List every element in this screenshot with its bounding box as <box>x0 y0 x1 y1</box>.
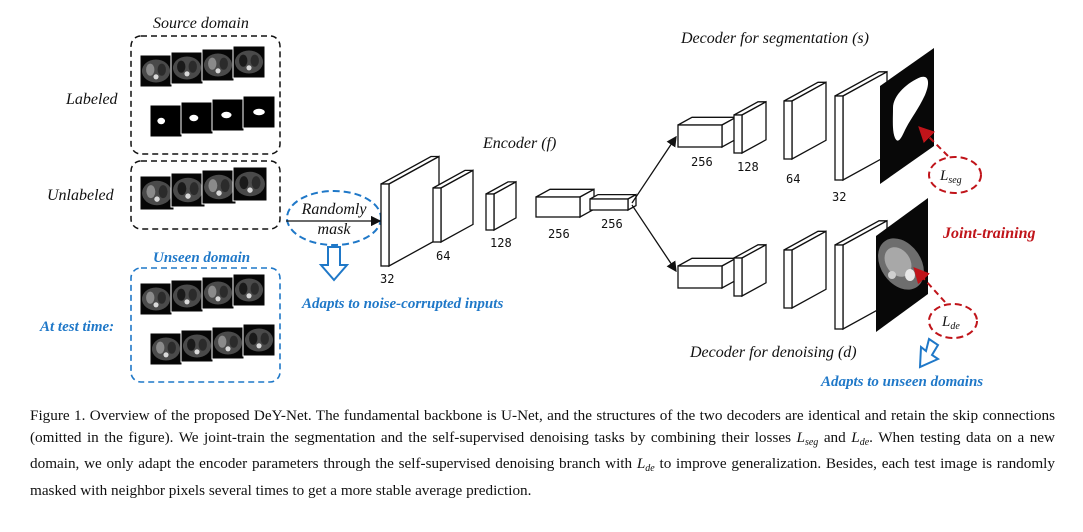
decoder-den-blocks <box>677 219 888 331</box>
labeled-mask-slice-4 <box>242 95 276 129</box>
encoder-block-4-channels: 256 <box>548 227 570 241</box>
unseen-ct-slice-bottom-2 <box>180 329 214 363</box>
decoder-seg-block-3-channels: 64 <box>786 172 800 186</box>
encoder-blocks: 32 64 128 256 256 <box>380 155 637 286</box>
labeled-ct-slices <box>139 45 266 88</box>
unlabeled-ct-slice-1 <box>139 175 175 211</box>
unseen-ct-slice-top-2 <box>170 279 204 313</box>
loss-de-arrow <box>913 267 946 303</box>
encoder-block-3 <box>485 180 517 232</box>
labeled-ct-slice-2 <box>170 51 204 85</box>
decoder-seg-block-2 <box>733 100 767 155</box>
decoder-seg-label: Decoder for segmentation (s) <box>680 30 869 47</box>
decoder-seg-block-1-channels: 256 <box>691 155 713 169</box>
labeled-ct-slice-4 <box>232 45 266 79</box>
labeled-mask-slice-3 <box>211 98 245 132</box>
dey-net-diagram: Source domain Labeled Unlabeled Unseen d… <box>39 15 1035 390</box>
decoder-seg-blocks: 256 128 64 32 <box>677 70 888 204</box>
encoder-block-2-channels: 64 <box>436 249 450 263</box>
segmentation-output <box>880 48 934 184</box>
loss-de-label: Lde <box>941 314 960 332</box>
unlabeled-ct-slice-2 <box>170 172 206 208</box>
unlabeled-ct-slice-3 <box>201 169 237 205</box>
unlabeled-ct-slices <box>139 166 268 211</box>
randomly-label: Randomly <box>301 201 368 218</box>
loss-seg-label: Lseg <box>939 168 962 186</box>
arrow-to-den-decoder <box>631 204 677 273</box>
unseen-ct-slice-top-3 <box>201 276 235 310</box>
caption-lde: Lde <box>851 428 870 448</box>
unseen-domain-title: Unseen domain <box>153 250 250 266</box>
encoder-block-5-channels: 256 <box>601 217 623 231</box>
decoder-seg-block-3 <box>783 81 827 161</box>
encoder-label: Encoder (f) <box>482 135 556 152</box>
unseen-ct-slices <box>139 273 276 366</box>
decoder-seg-block-4 <box>834 70 888 182</box>
decoder-den-block-1 <box>677 257 737 290</box>
labeled-mask-slice-1 <box>149 104 183 138</box>
caption-lde-2: Lde <box>636 455 655 475</box>
decoder-seg-block-2-channels: 128 <box>737 160 759 174</box>
labeled-label: Labeled <box>65 91 119 108</box>
source-domain-title: Source domain <box>153 15 249 32</box>
decoder-den-block-3 <box>783 230 827 310</box>
at-test-time-label: At test time: <box>39 319 114 335</box>
labeled-ct-slice-3 <box>201 48 235 82</box>
unlabeled-label: Unlabeled <box>47 187 115 204</box>
unseen-ct-slice-top-4 <box>232 273 266 307</box>
encoder-block-1 <box>380 155 440 268</box>
encoder-block-5 <box>589 193 637 212</box>
joint-training-label: Joint-training <box>942 225 1035 242</box>
labeled-box <box>130 35 281 155</box>
caption-part-1: Figure 1. Overview of the proposed DeY-N… <box>30 407 1055 446</box>
unlabeled-ct-slice-4 <box>232 166 268 202</box>
adapts-noise-label: Adapts to noise-corrupted inputs <box>301 296 503 312</box>
caption-part-4: to improve generalization. Besides, each… <box>30 455 1055 499</box>
decoder-seg-block-1 <box>677 116 737 149</box>
unseen-box <box>130 267 281 383</box>
caption-part-2: and <box>818 428 852 446</box>
loss-seg-ellipse <box>928 156 982 194</box>
adapts-unseen-arrow-icon <box>918 337 941 369</box>
figure-caption: Figure 1. Overview of the proposed DeY-N… <box>30 405 1055 501</box>
arrow-to-seg-decoder <box>631 135 677 204</box>
denoising-output <box>876 198 928 332</box>
decoder-seg-block-4-channels: 32 <box>832 190 846 204</box>
unseen-ct-slice-top-1 <box>139 282 173 316</box>
mask-label: mask <box>318 221 352 238</box>
encoder-block-4 <box>535 188 595 219</box>
labeled-ct-slice-1 <box>139 54 173 88</box>
unseen-ct-slice-bottom-1 <box>149 332 183 366</box>
loss-seg-arrow <box>918 126 949 157</box>
labeled-mask-slices <box>149 95 276 138</box>
unlabeled-box <box>130 160 281 230</box>
random-mask-down-arrow-icon <box>318 246 350 282</box>
unseen-ct-slice-bottom-4 <box>242 323 276 357</box>
encoder-block-1-channels: 32 <box>380 272 394 286</box>
caption-part-3: . When testing data on a new domain, we … <box>30 428 1056 473</box>
adapts-unseen-label: Adapts to unseen domains <box>820 374 983 390</box>
encoder-block-2 <box>432 169 474 244</box>
decoder-den-label: Decoder for denoising (d) <box>689 344 857 361</box>
loss-de-ellipse <box>928 303 978 339</box>
decoder-den-block-2 <box>733 243 767 298</box>
labeled-mask-slice-2 <box>180 101 214 135</box>
caption-lseg: Lseg <box>796 428 819 448</box>
encoder-block-3-channels: 128 <box>490 236 512 250</box>
unseen-ct-slice-bottom-3 <box>211 326 245 360</box>
